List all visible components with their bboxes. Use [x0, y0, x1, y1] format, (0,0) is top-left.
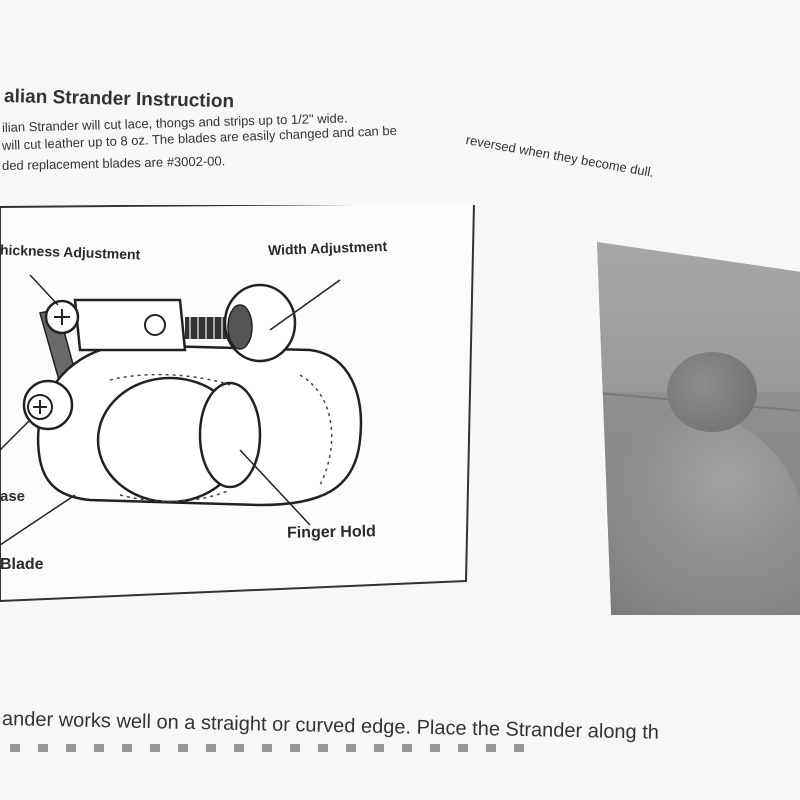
strander-diagram — [0, 205, 478, 605]
photo-finger — [667, 352, 757, 432]
strander-illustration — [0, 205, 475, 603]
base-label: ase — [0, 488, 26, 505]
body-text-line: ander works well on a straight or curved… — [1, 708, 660, 744]
intro-line-3: ded replacement blades are #3002-00. — [1, 153, 226, 173]
cut-off-text-line — [10, 744, 530, 752]
page-title: alian Strander Instruction — [3, 86, 235, 113]
finger-hold-label: Finger Hold — [286, 523, 377, 542]
photo-hand — [607, 412, 800, 615]
blade-label: Blade — [0, 556, 44, 573]
intro-line-2-continued: reversed when they become dull. — [464, 132, 656, 181]
hand-photo — [597, 242, 800, 615]
